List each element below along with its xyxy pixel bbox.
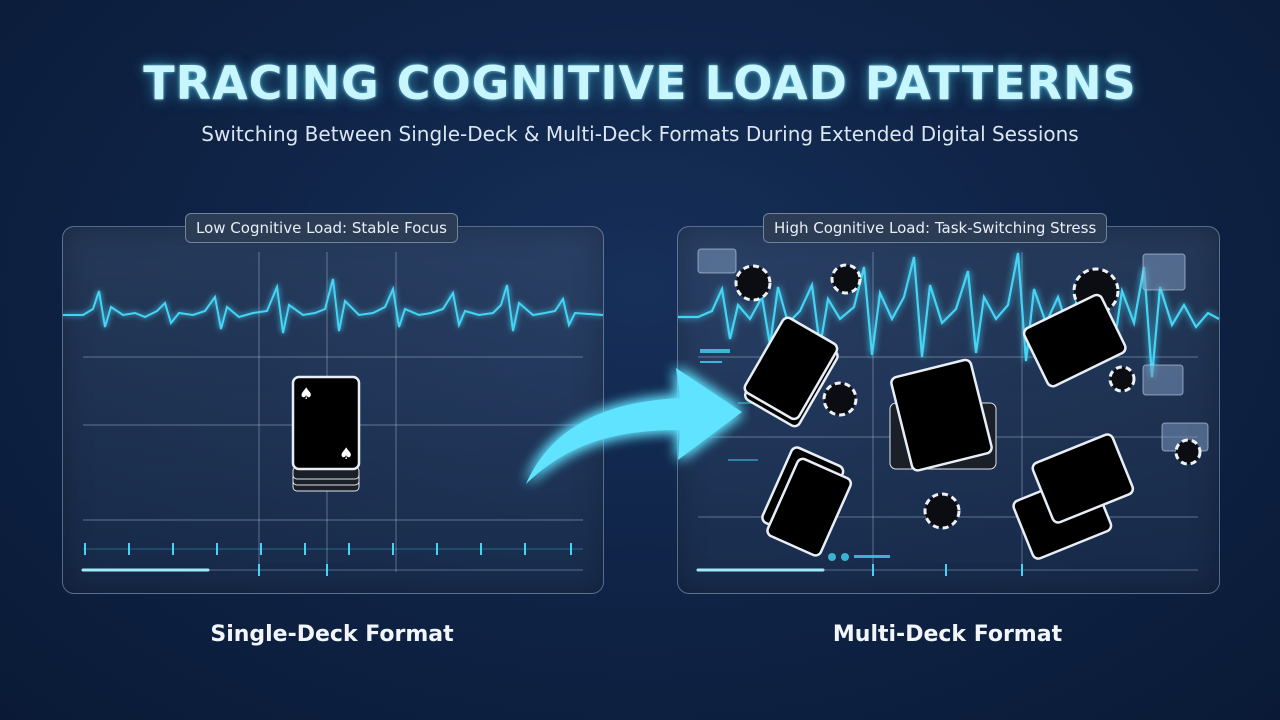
low-load-badge: Low Cognitive Load: Stable Focus	[185, 213, 459, 243]
timeline-ticks	[83, 543, 583, 555]
card-stacks	[743, 293, 1135, 560]
multi-deck-illustration	[678, 248, 1219, 576]
single-deck-caption: Single-Deck Format	[210, 622, 454, 647]
spade-icon: ♠	[339, 444, 353, 463]
page-title: TRACING COGNITIVE LOAD PATTERNS	[143, 56, 1137, 110]
multi-deck-caption: Multi-Deck Format	[832, 622, 1063, 647]
task-switching-waveform	[678, 252, 1219, 378]
page-subtitle: Switching Between Single-Deck & Multi-De…	[201, 122, 1079, 146]
single-card-deck: ♠ ♠	[291, 375, 361, 492]
high-load-badge: High Cognitive Load: Task-Switching Stre…	[763, 213, 1108, 243]
single-deck-illustration: ♠ ♠	[63, 252, 603, 576]
spade-icon: ♠	[299, 384, 313, 403]
multi-deck-panel: High Cognitive Load: Task-Switching Stre…	[677, 213, 1220, 594]
stable-focus-waveform	[63, 278, 603, 334]
arrow-right-icon	[526, 368, 742, 484]
single-deck-panel: ♠ ♠ Low Cognitive Load: Stable Focus	[62, 213, 604, 594]
